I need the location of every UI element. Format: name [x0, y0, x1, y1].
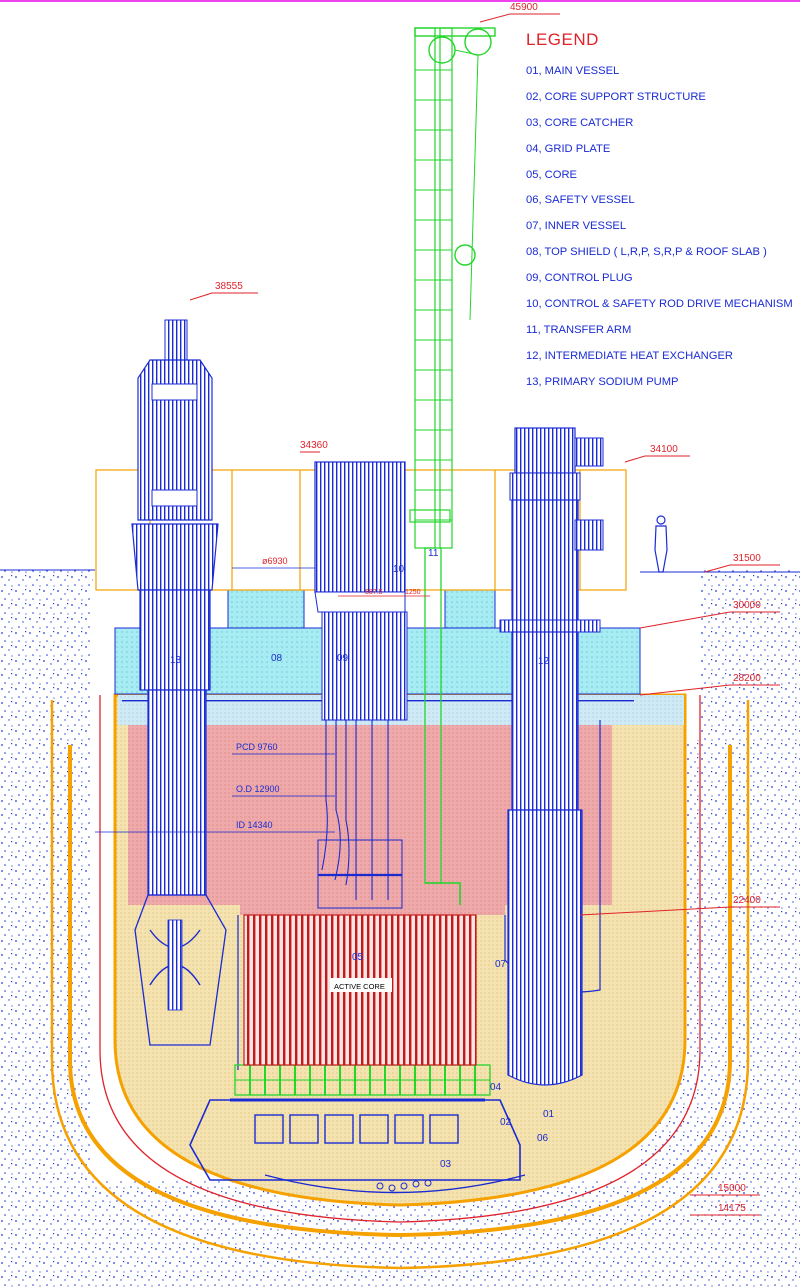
legend: LEGEND 01, MAIN VESSEL 02, CORE SUPPORT …	[526, 30, 800, 401]
elevation-15000: 15000	[718, 1183, 746, 1194]
dimension-pcd: PCD 9760	[236, 742, 278, 752]
legend-item: 08, TOP SHIELD ( L,R,P, S,R,P & ROOF SLA…	[526, 246, 767, 259]
callout-01: 01	[543, 1109, 555, 1120]
callout-05: 05	[352, 952, 364, 963]
legend-title: LEGEND	[526, 30, 599, 49]
elevation-markers	[189, 13, 780, 1216]
concrete-structure	[0, 569, 800, 1288]
callout-03: 03	[440, 1159, 452, 1170]
legend-item: 12, INTERMEDIATE HEAT EXCHANGER	[526, 349, 734, 362]
person-figure	[654, 515, 668, 573]
elevation-45900: 45900	[510, 2, 538, 13]
callout-06: 06	[537, 1133, 549, 1144]
callout-13: 13	[170, 655, 182, 666]
callout-09: 09	[337, 653, 349, 664]
grid-plate	[234, 1064, 491, 1096]
legend-item: 09, CONTROL PLUG	[526, 272, 633, 285]
active-core-label-bg	[330, 978, 392, 992]
hot-pool	[128, 725, 612, 915]
legend-item: 02, CORE SUPPORT STRUCTURE	[526, 90, 706, 103]
vault-liner	[50, 700, 750, 1270]
callout-08: 08	[271, 653, 283, 664]
intermediate-heat-exchanger	[499, 427, 604, 1086]
active-core-label: ACTIVE CORE	[334, 982, 385, 991]
dimension-phi6930: ø6930	[262, 556, 288, 566]
dimension-lines	[95, 567, 430, 833]
dimension-od: O.D 12900	[236, 784, 280, 794]
legend-item: 03, CORE CATCHER	[526, 116, 634, 129]
primary-sodium-pump	[131, 319, 227, 1046]
callout-07: 07	[495, 959, 507, 970]
dimension-id: ID 14340	[236, 820, 273, 830]
elevation-30000: 30000	[733, 600, 761, 611]
core-catcher	[264, 1174, 526, 1194]
callout-11: 11	[428, 548, 439, 559]
control-plug	[314, 461, 408, 909]
callout-10: 10	[393, 564, 405, 575]
callout-12: 12	[538, 656, 550, 667]
top-border-line	[0, 0, 800, 2]
callout-02: 02	[500, 1117, 512, 1128]
elevation-14175: 14175	[718, 1203, 746, 1214]
safety-vessel-outer	[68, 745, 732, 1238]
main-vessel-wall	[99, 695, 701, 1223]
elevation-31500: 31500	[733, 553, 761, 564]
legend-item: 07, INNER VESSEL	[526, 220, 627, 233]
elevation-22400: 22400	[733, 895, 761, 906]
legend-item: 04, GRID PLATE	[526, 142, 611, 155]
elevation-34100: 34100	[650, 444, 678, 455]
dimension-1250: 1250	[405, 589, 421, 596]
core-support-structure	[189, 1098, 521, 1181]
legend-item: 11, TRANSFER ARM	[526, 323, 632, 336]
elevation-38555: 38555	[215, 281, 243, 292]
legend-item: 13, PRIMARY SODIUM PUMP	[526, 375, 679, 388]
elevation-34360: 34360	[300, 440, 328, 451]
elevation-28200: 28200	[733, 673, 761, 684]
legend-item: 01, MAIN VESSEL	[526, 65, 620, 77]
legend-item: 10, CONTROL & SAFETY ROD DRIVE MECHANISM	[526, 298, 793, 311]
dimension-887-5: 887.5	[365, 589, 383, 596]
transfer-arm	[409, 27, 496, 905]
legend-item: 06, SAFETY VESSEL	[526, 194, 635, 207]
core-catcher-holes	[376, 1179, 432, 1192]
callout-04: 04	[490, 1082, 502, 1093]
legend-item: 05, CORE	[526, 168, 577, 181]
